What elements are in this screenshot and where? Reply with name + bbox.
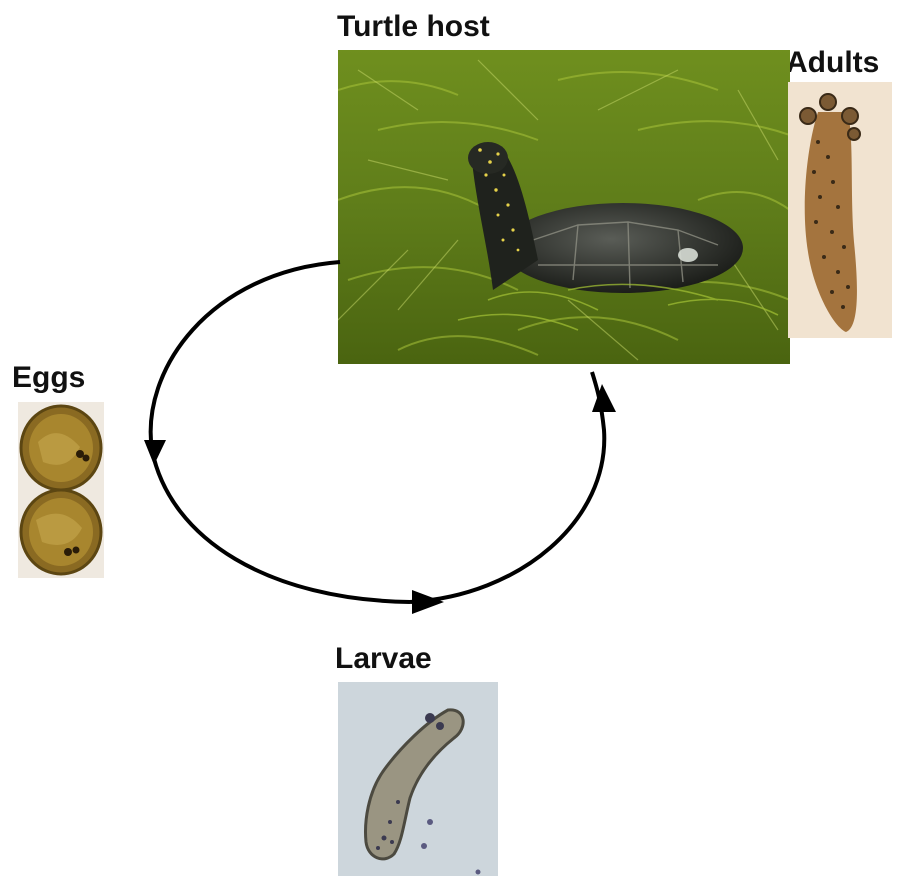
larvae-host-arrow-path	[410, 372, 604, 602]
eggs-larvae-arrow-path	[151, 262, 410, 602]
arrow-head-to-eggs-icon	[144, 440, 166, 465]
arrow-head-to-larvae-icon	[412, 590, 444, 614]
